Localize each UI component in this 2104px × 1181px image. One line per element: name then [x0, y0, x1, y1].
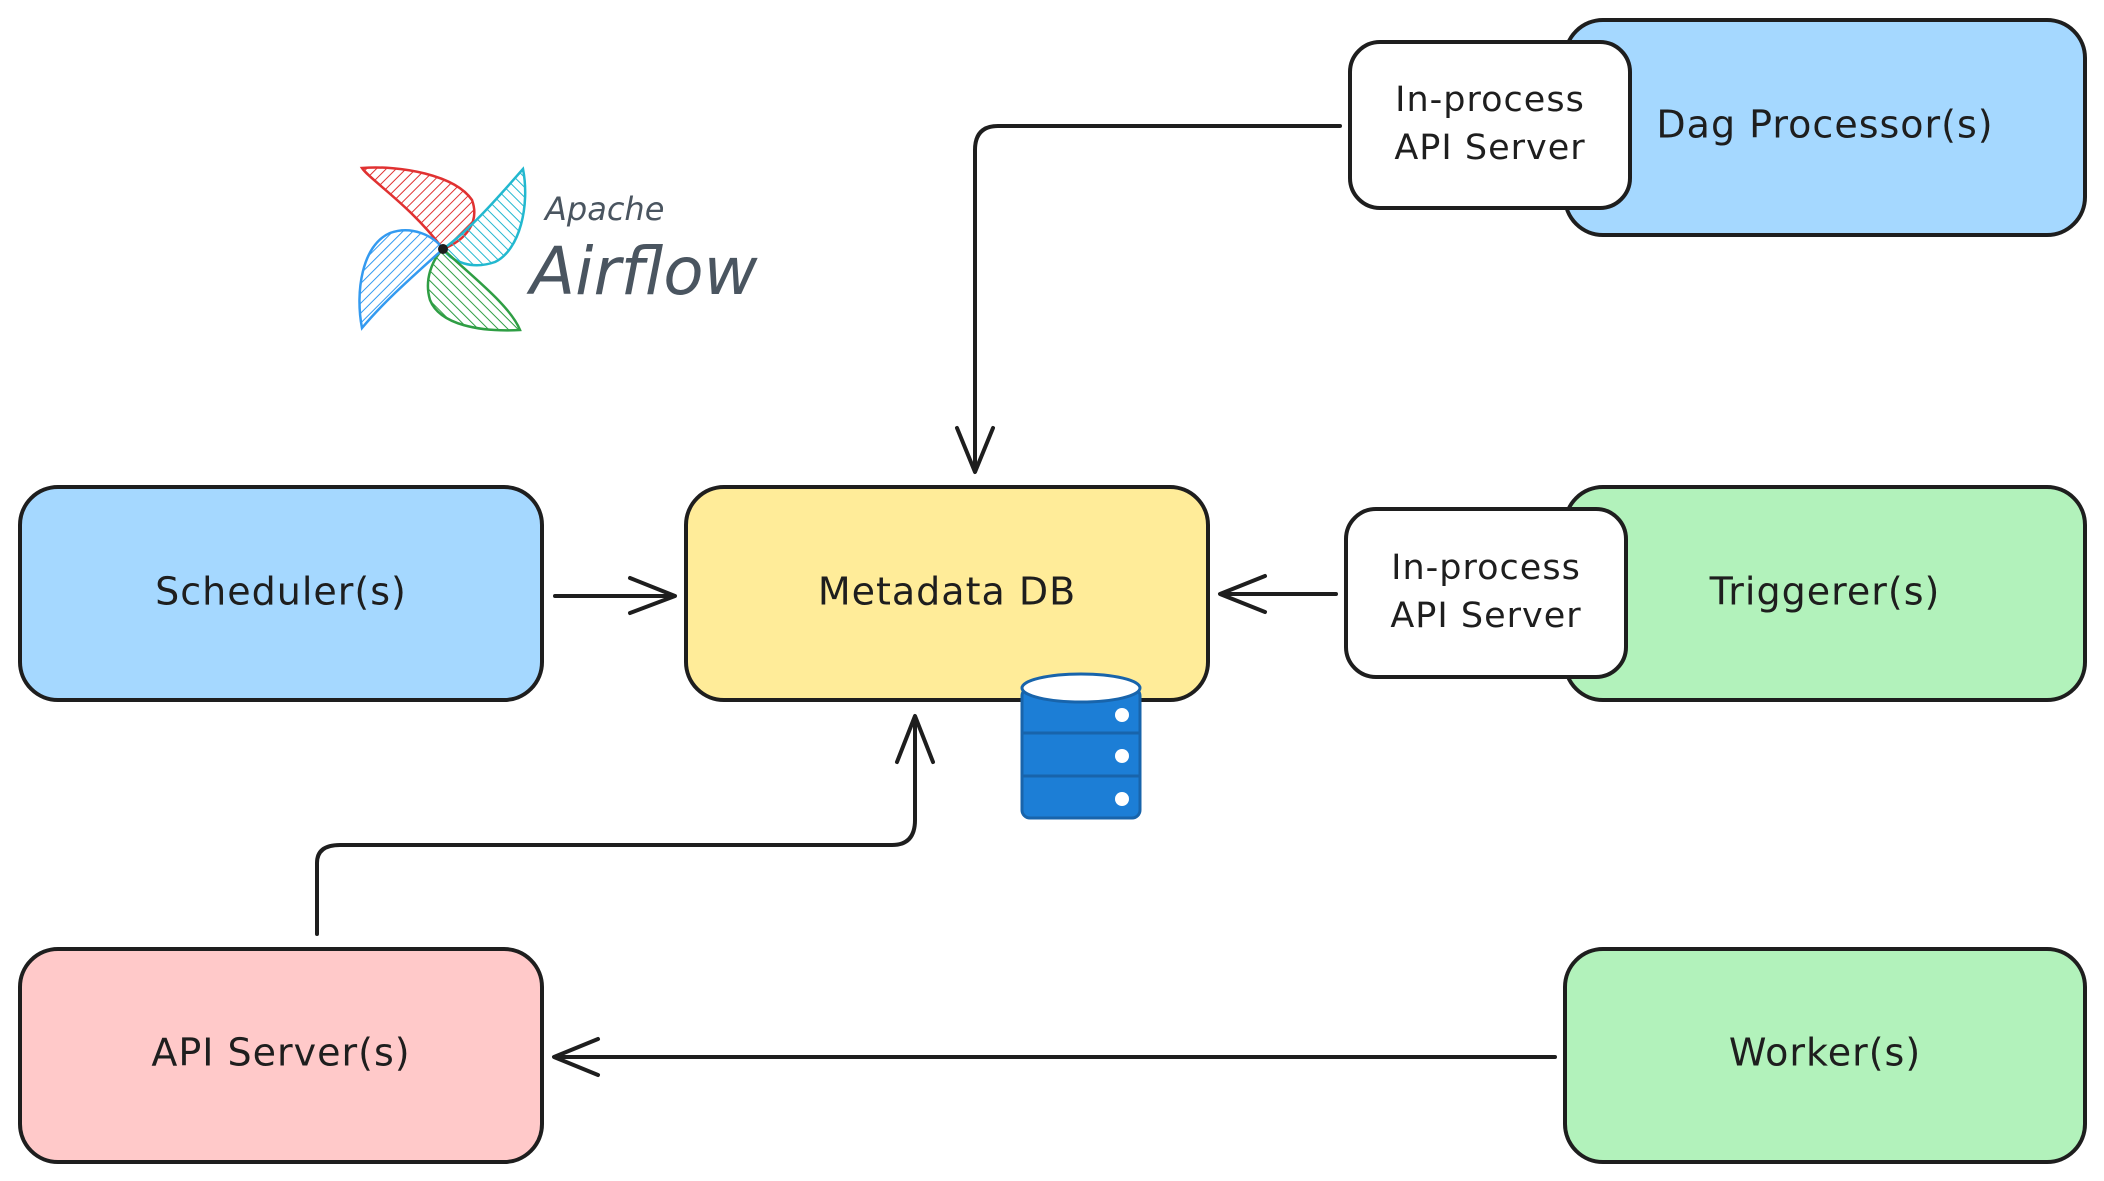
arrow-scheduler-to-db: [553, 576, 677, 615]
airflow-pinwheel-icon: [358, 166, 527, 332]
worker-label: Worker(s): [1729, 1031, 1921, 1075]
dag-processor-api-line2: API Server: [1394, 128, 1585, 168]
triggerer-api-node[interactable]: In-process API Server: [1344, 507, 1628, 679]
api-server-node[interactable]: API Server(s): [18, 947, 544, 1164]
triggerer-api-line1: In-process: [1391, 548, 1581, 588]
worker-node[interactable]: Worker(s): [1563, 947, 2087, 1164]
scheduler-node[interactable]: Scheduler(s): [18, 485, 544, 702]
arrow-triggerer-to-db: [1218, 574, 1338, 614]
airflow-logo: Apache Airflow: [358, 166, 759, 332]
arrow-worker-to-api-server: [552, 1037, 1557, 1077]
api-server-label: API Server(s): [151, 1031, 410, 1075]
dag-processor-label: Dag Processor(s): [1656, 103, 1993, 147]
database-icon: [1020, 672, 1142, 820]
dag-processor-api-line1: In-process: [1395, 80, 1585, 120]
dag-processor-node[interactable]: Dag Processor(s): [1563, 18, 2087, 237]
dag-processor-api-node[interactable]: In-process API Server: [1348, 40, 1632, 210]
metadata-db-label: Metadata DB: [818, 570, 1076, 614]
triggerer-api-line2: API Server: [1390, 596, 1581, 636]
scheduler-label: Scheduler(s): [155, 570, 407, 614]
logo-apache-text: Apache: [543, 190, 664, 228]
metadata-db-node[interactable]: Metadata DB: [684, 485, 1210, 702]
logo-airflow-text: Airflow: [526, 233, 759, 310]
triggerer-label: Triggerer(s): [1709, 570, 1941, 614]
triggerer-node[interactable]: Triggerer(s): [1563, 485, 2087, 702]
arrow-api-server-to-db: [315, 714, 935, 936]
arrow-dag-processor-to-db: [955, 124, 1342, 474]
